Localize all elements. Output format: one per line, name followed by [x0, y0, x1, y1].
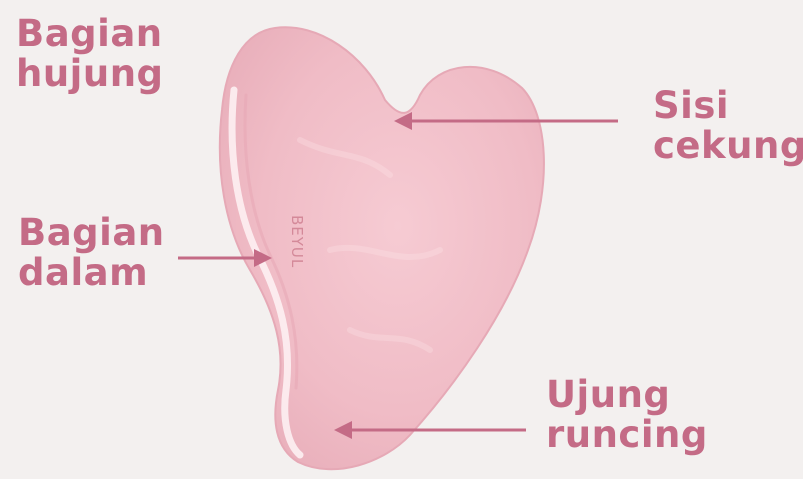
label-pointed-line2: runcing: [546, 415, 708, 455]
label-inner-part: Bagian dalam: [18, 213, 165, 293]
label-tip-top: Bagian hujung: [16, 14, 164, 94]
brand-engraving: BEYUL: [288, 215, 306, 268]
label-tip-top-line1: Bagian: [16, 14, 164, 54]
label-concave-line2: cekung: [653, 126, 803, 166]
label-inner-line1: Bagian: [18, 213, 165, 253]
label-inner-line2: dalam: [18, 253, 165, 293]
label-pointed-tip: Ujung runcing: [546, 375, 708, 455]
arrow-inner-part: [178, 249, 272, 267]
label-concave-side: Sisi cekung: [653, 86, 803, 166]
label-tip-top-line2: hujung: [16, 54, 164, 94]
label-concave-line1: Sisi: [653, 86, 803, 126]
label-pointed-line1: Ujung: [546, 375, 708, 415]
